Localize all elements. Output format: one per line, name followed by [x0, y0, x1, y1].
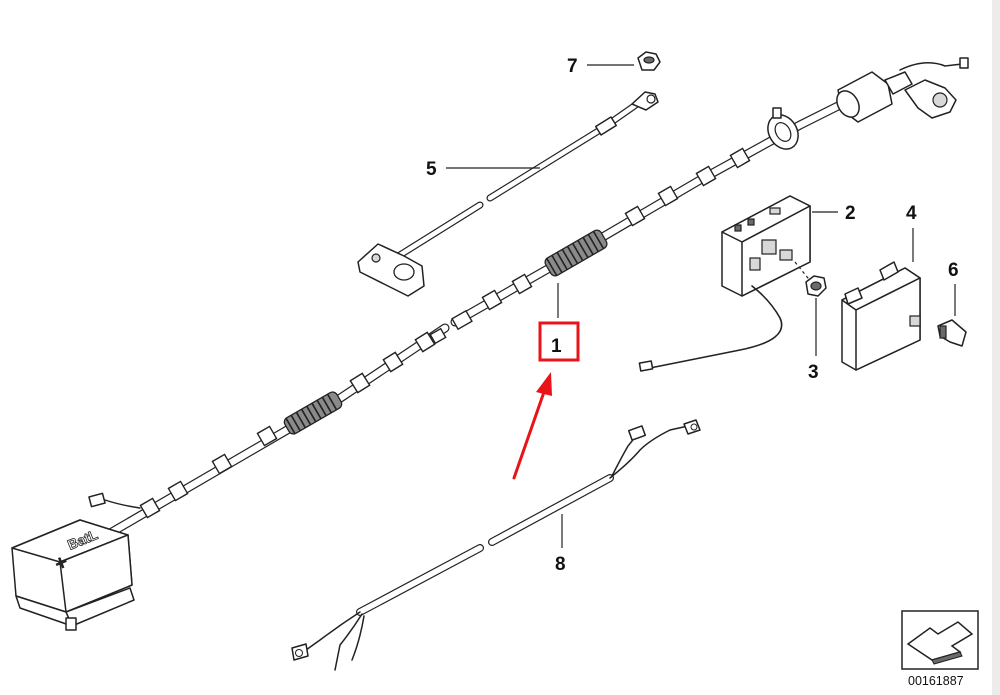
ground-cable-part-5 — [357, 91, 659, 297]
battery-terminal-housing: BatL + — [11, 519, 135, 631]
nut-part-3 — [805, 275, 827, 356]
clip-part-6 — [937, 284, 967, 347]
part-labels: 7 5 2 4 6 3 8 1 — [426, 56, 959, 575]
label-part-6: 6 — [948, 260, 959, 281]
harness-eye-lug-bottom — [291, 643, 309, 661]
reference-code: 00161887 — [908, 674, 964, 688]
label-part-5: 5 — [426, 159, 437, 180]
corrugated-sleeve-upper — [544, 229, 608, 277]
part-1-highlight-box — [538, 321, 580, 362]
cable-break-connector — [429, 309, 473, 345]
positive-terminal-clamp — [836, 57, 969, 123]
eye-lug-terminal — [631, 91, 659, 111]
corrugated-sleeve-lower — [283, 391, 343, 435]
label-part-8: 8 — [555, 554, 566, 575]
harness-eye-lug-top — [683, 419, 701, 435]
junction-box-part-2 — [638, 195, 838, 372]
label-part-1: 1 — [551, 336, 562, 357]
nut-part-7 — [587, 51, 661, 71]
red-pointer-arrow — [512, 372, 552, 480]
cable-grommet — [767, 107, 799, 150]
reference-icon: 00161887 — [901, 610, 979, 688]
cable-clips — [139, 147, 751, 519]
wiring-harness-part-8 — [291, 419, 701, 671]
main-battery-cable: BatL + — [11, 57, 969, 631]
right-edge-border — [992, 0, 1000, 695]
battery-pole-clamp — [357, 243, 425, 297]
label-part-4: 4 — [906, 203, 917, 224]
sensor-lead — [88, 492, 141, 509]
label-part-3: 3 — [808, 362, 819, 383]
label-part-2: 2 — [845, 203, 856, 224]
label-part-7: 7 — [567, 56, 578, 77]
cover-part-4 — [841, 228, 921, 371]
